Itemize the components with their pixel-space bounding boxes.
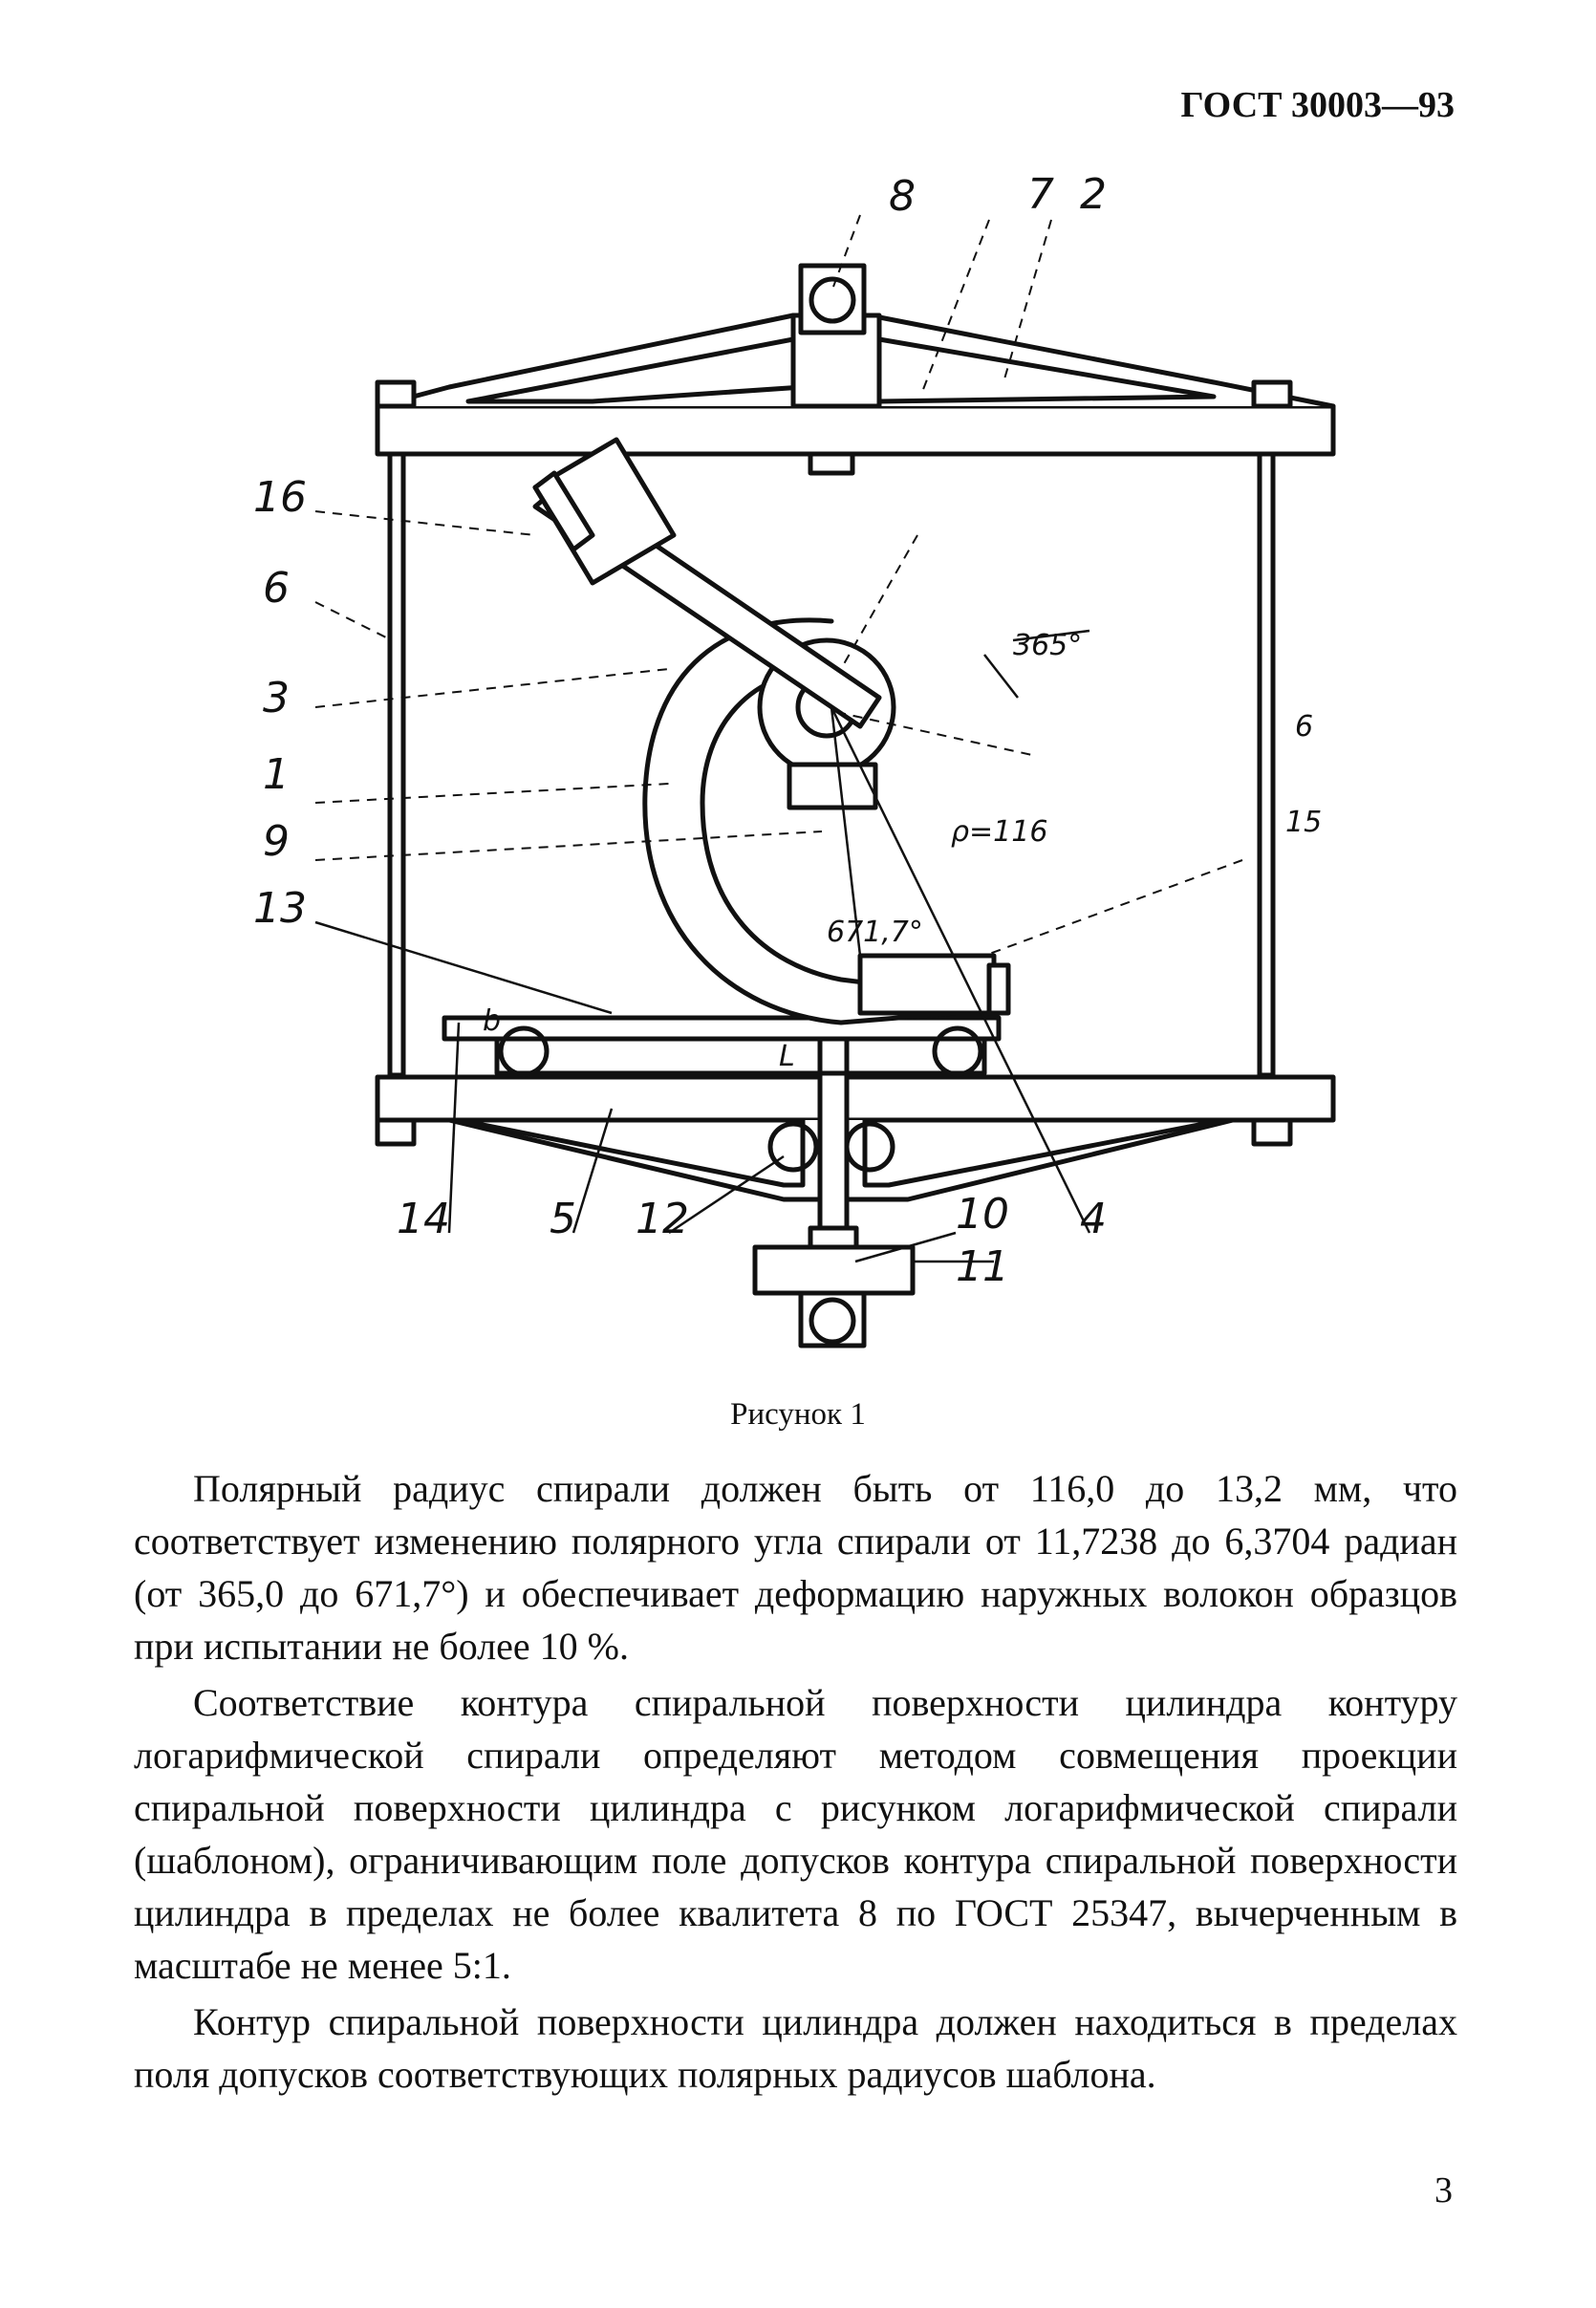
- label-16: 16: [253, 473, 307, 522]
- label-4: 4: [1080, 1195, 1107, 1243]
- paragraph-1: Полярный радиус спирали должен быть от 1…: [134, 1467, 1457, 1668]
- page-number: 3: [1434, 2170, 1453, 2211]
- paragraph-3: Контур спиральной поверхности цилиндра д…: [134, 2000, 1457, 2096]
- roller-12-left: [767, 1121, 819, 1173]
- bottom-beam: [375, 1074, 1336, 1202]
- label-7: 7: [1027, 170, 1054, 219]
- label-3: 3: [263, 674, 290, 723]
- body-text: Полярный радиус спирали должен быть от 1…: [134, 1462, 1457, 2104]
- weight-11: [752, 1244, 916, 1296]
- label-5: 5: [550, 1195, 576, 1243]
- label-10: 10: [956, 1190, 1009, 1239]
- label-14: 14: [397, 1195, 450, 1243]
- figure-1-drawing: 8 7 2 16 6 3 1 9 13 6 15 14 5 12 10 4 11…: [253, 170, 1336, 1348]
- angle-365-label: 365°: [1013, 629, 1082, 662]
- label-9: 9: [263, 817, 290, 866]
- label-12: 12: [636, 1195, 689, 1243]
- label-11: 11: [956, 1242, 1009, 1291]
- figure-caption: Рисунок 1: [730, 1397, 866, 1432]
- label-L: L: [779, 1040, 795, 1073]
- apparatus-diagram: 8 7 2 16 6 3 1 9 13 6 15 14 5 12 10 4 11…: [253, 170, 1336, 1348]
- bottom-hook: [809, 1297, 856, 1345]
- label-b: b: [483, 1004, 501, 1038]
- left-rod: [387, 451, 406, 1078]
- rho-label: ρ=116: [951, 815, 1047, 849]
- paragraph-2: Соответствие контура спиральной поверхно…: [134, 1681, 1457, 1987]
- label-13: 13: [253, 884, 307, 933]
- label-1: 1: [263, 750, 290, 799]
- label-2: 2: [1080, 170, 1107, 219]
- label-6-left: 6: [263, 564, 290, 613]
- top-beam: [375, 263, 1336, 476]
- label-15: 15: [1285, 806, 1322, 839]
- label-8: 8: [889, 172, 916, 221]
- clamp-15: [857, 953, 997, 1016]
- right-rod: [1257, 451, 1276, 1078]
- angle-671-label: 671,7°: [827, 916, 923, 949]
- document-header: ГОСТ 30003—93: [1180, 85, 1455, 125]
- label-6-right: 6: [1295, 710, 1313, 744]
